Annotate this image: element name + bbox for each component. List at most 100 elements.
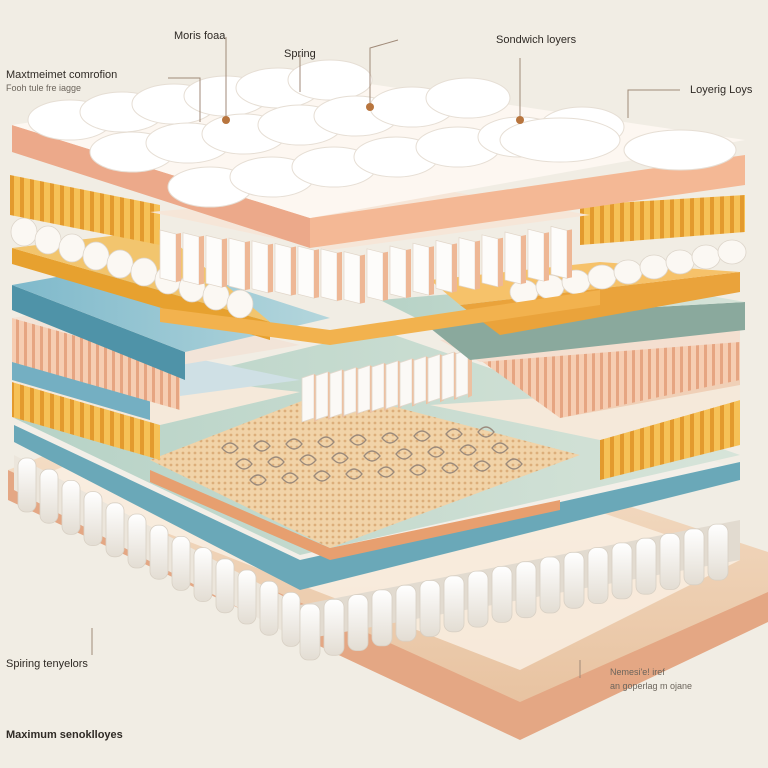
upper-comb-fin — [481, 234, 499, 288]
pocket-spring-cylinder — [39, 468, 59, 524]
label-sandwich-layers: Sondwich loyers — [496, 34, 577, 46]
upper-comb-fin — [274, 243, 292, 296]
pocket-spring-cylinder — [149, 524, 169, 580]
upper-comb-fin-shadow — [291, 246, 296, 296]
upper-comb-fin — [205, 234, 223, 288]
roll-spring-coil — [106, 249, 134, 279]
roll-spring-coil — [34, 225, 62, 255]
leader-max-comfort — [168, 77, 201, 122]
coil-spring — [505, 458, 523, 470]
upper-comb-fin-shadow — [360, 254, 365, 304]
label-memory-foam: Moris foaa — [174, 30, 226, 42]
leader-layering — [627, 89, 680, 118]
coil-spring-group — [221, 426, 523, 486]
coil-spring — [395, 448, 413, 460]
coil-spring — [267, 456, 285, 468]
right-roll-springs — [509, 239, 747, 305]
pocket-spring-cylinder — [371, 589, 393, 647]
upper-comb-fin-shadow — [199, 235, 204, 285]
coil-spring — [459, 444, 477, 456]
pillow-top-layer — [12, 59, 745, 248]
upper-comb-fin — [366, 248, 384, 302]
upper-comb-fin-shadow — [521, 235, 526, 284]
coil-spring — [441, 462, 459, 474]
upper-comb-fin-shadow — [245, 241, 250, 291]
pocket-spring-cylinder — [467, 570, 489, 628]
comb-fin — [329, 369, 343, 419]
upper-comb-fin — [412, 242, 430, 296]
leader-lines — [91, 37, 680, 678]
roll-spring-coil — [587, 264, 617, 290]
upper-comb-fin — [389, 245, 407, 299]
upper-comb-fin — [320, 248, 338, 302]
pocket-spring-cylinder — [347, 594, 369, 651]
pocket-spring-cylinder — [635, 537, 657, 595]
pocket-spring-cylinder — [105, 502, 125, 558]
upper-comb-fin-shadow — [498, 237, 503, 287]
upper-comb-fin — [343, 251, 361, 305]
label-bottom-title: Maximum senoklloyes — [6, 729, 123, 741]
coil-spring — [363, 450, 381, 462]
pocket-spring-cylinder — [299, 603, 321, 661]
roll-spring-coil — [58, 233, 86, 263]
comb-fin — [399, 358, 413, 408]
pillow-tuft — [287, 59, 373, 101]
label-note-line1: Nemesi'e! iref — [610, 667, 665, 677]
comb-fin — [427, 353, 441, 403]
coil-spring — [409, 464, 427, 476]
leader-dot-memory-foam — [222, 116, 230, 124]
pocket-spring-cylinder — [281, 592, 301, 647]
pocket-spring-cylinder — [419, 580, 441, 637]
pocket-spring-cylinder — [17, 457, 37, 513]
coil-spring — [349, 434, 367, 446]
comb-fin — [455, 349, 469, 399]
comb-fin-shadow — [468, 349, 472, 398]
upper-comb-fin — [297, 245, 315, 299]
pocket-spring-cylinder — [443, 575, 465, 633]
coil-spring — [221, 442, 239, 454]
upper-comb-fin — [504, 231, 522, 285]
coil-spring — [249, 474, 267, 486]
pocket-spring-cylinder — [193, 547, 213, 602]
upper-comb-fin — [458, 237, 476, 291]
roll-spring-coil — [130, 257, 158, 287]
comb-fin — [343, 366, 357, 416]
upper-comb-fin — [527, 228, 545, 282]
roll-spring-coil — [613, 259, 643, 285]
pocket-spring-cylinder — [707, 523, 729, 581]
coil-spring — [235, 458, 253, 470]
coil-spring — [345, 468, 363, 480]
pocket-spring-cylinder — [323, 598, 345, 656]
pocket-spring-cylinder — [515, 561, 537, 619]
pillow-tuft — [623, 129, 737, 171]
pocket-spring-cylinder — [539, 556, 561, 614]
label-note-line2: an goperlag m ojane — [610, 681, 693, 691]
upper-comb-fin-shadow — [337, 251, 342, 301]
coil-spring — [317, 436, 335, 448]
roll-spring-coil — [226, 289, 254, 319]
upper-comb-fin-shadow — [475, 240, 480, 290]
center-foam-insert — [301, 349, 472, 423]
pillow-tuft — [499, 117, 621, 163]
comb-fin — [301, 373, 315, 423]
comb-fin — [385, 360, 399, 410]
upper-comb-fin-shadow — [176, 233, 181, 282]
coil-spring — [377, 466, 395, 478]
coil-spring — [473, 460, 491, 472]
upper-comb-fin-shadow — [222, 238, 227, 288]
comb-fin — [441, 351, 455, 401]
label-spring-layers: Spiring tenyelors — [6, 658, 88, 670]
coil-spring — [299, 454, 317, 466]
label-max-comfort-sub: Fooh tule fre iagge — [6, 83, 82, 93]
upper-comb-fin — [251, 240, 269, 294]
upper-comb-base — [160, 290, 600, 345]
pocket-spring-cylinder — [563, 551, 585, 609]
upper-latex-side — [10, 175, 745, 245]
upper-comb-fin-shadow — [383, 251, 388, 301]
roll-spring-coil — [717, 239, 747, 265]
upper-comb-fin-shadow — [452, 243, 457, 293]
leader-dot-sandwich-2 — [516, 116, 524, 124]
coil-spring — [477, 426, 495, 438]
roll-spring-coil — [691, 244, 721, 270]
coil-spring — [331, 452, 349, 464]
